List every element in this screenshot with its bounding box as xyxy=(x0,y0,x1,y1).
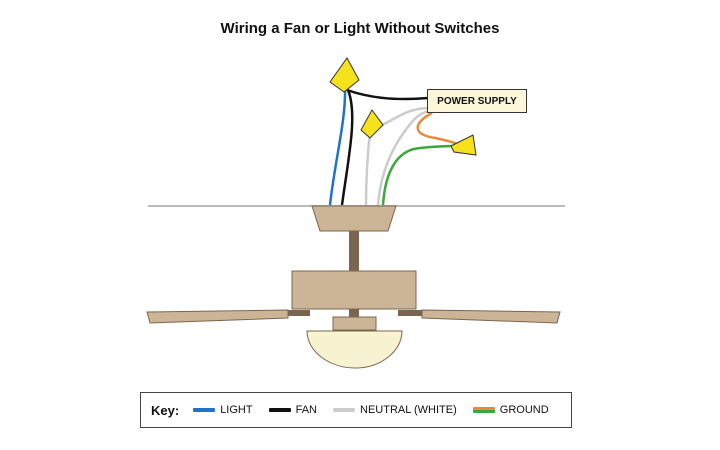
key-label-fan: FAN xyxy=(295,404,317,416)
key-swatch-neutral xyxy=(333,408,355,412)
fan-blade-left xyxy=(146,309,289,324)
wire-neutral-light xyxy=(376,110,433,206)
fan-hub xyxy=(349,309,359,317)
key-swatch-fan xyxy=(268,408,291,412)
key-entry-ground: GROUND xyxy=(472,404,549,416)
key-label-light: LIGHT xyxy=(220,404,253,416)
fan-downrod xyxy=(349,231,359,271)
light-kit-fitter xyxy=(332,316,377,331)
fan-blade-arm-left xyxy=(288,310,310,316)
fan-motor-housing xyxy=(291,270,417,310)
wire-ground-supply xyxy=(416,111,459,146)
fan-blade-arm-right xyxy=(398,310,422,316)
key-label-neutral: NEUTRAL (WHITE) xyxy=(360,404,457,416)
fan-canopy xyxy=(311,205,397,232)
wire-fan xyxy=(340,89,354,206)
key-entry-light: LIGHT xyxy=(193,404,253,416)
key-label-ground: GROUND xyxy=(499,404,549,416)
wire-light xyxy=(328,87,347,206)
key-entry-fan: FAN xyxy=(268,404,317,416)
key-title: Key: xyxy=(151,402,180,418)
wire-nut-middle xyxy=(360,109,384,139)
diagram-title: Wiring a Fan or Light Without Switches xyxy=(220,20,500,37)
wire-ground-fan xyxy=(381,144,459,206)
wire-neutral-fan xyxy=(364,131,372,206)
power-supply-label: POWER SUPPLY xyxy=(427,89,527,113)
wire-color-key: Key: LIGHT FAN NEUTRAL (WHITE) GROUND xyxy=(140,392,572,428)
key-swatch-ground xyxy=(472,407,495,413)
fan-blade-right xyxy=(421,309,561,324)
light-globe xyxy=(306,330,403,369)
wire-fan-supply xyxy=(346,88,429,101)
wire-nut-right xyxy=(450,134,477,156)
wire-nut-top xyxy=(329,57,360,93)
key-swatch-light xyxy=(193,408,216,412)
key-entry-neutral: NEUTRAL (WHITE) xyxy=(333,404,457,416)
